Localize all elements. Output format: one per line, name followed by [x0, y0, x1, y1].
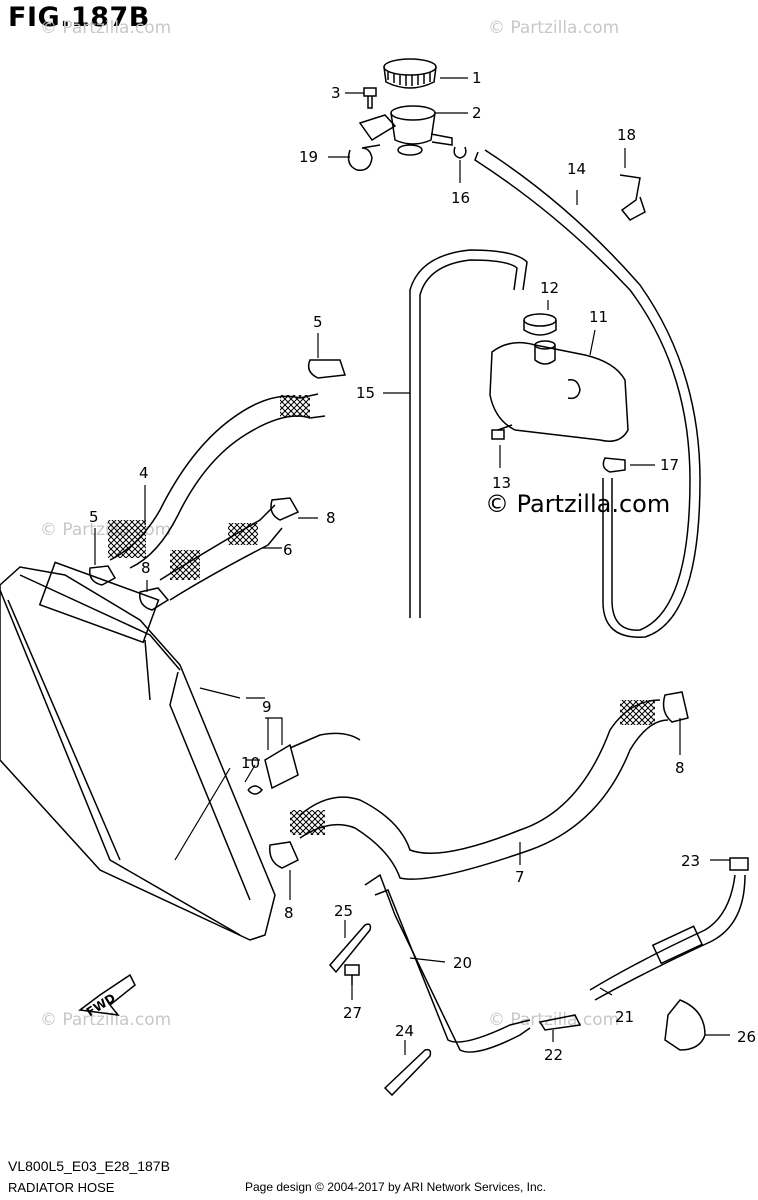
callout-12: 12	[540, 279, 559, 297]
callout-22: 22	[544, 1046, 563, 1064]
figure-title: FIG.187B	[8, 2, 150, 33]
part-27-bolt	[344, 964, 360, 985]
part-26-clamp	[664, 999, 706, 1051]
part-13-bolt	[491, 424, 513, 440]
callout-9: 9	[262, 698, 272, 716]
watermark-bottom-left: © Partzilla.com	[40, 1010, 172, 1030]
part-20-hose	[364, 873, 531, 1053]
part-8-clamp-upper	[662, 691, 689, 723]
callout-24: 24	[395, 1022, 414, 1040]
part-16-clip	[453, 146, 467, 159]
callout-19: 19	[299, 148, 318, 166]
callout-20: 20	[453, 954, 472, 972]
callout-26: 26	[737, 1028, 756, 1046]
part-21-hose	[589, 874, 746, 1001]
radiator-body	[0, 561, 276, 941]
watermark-top-left: © Partzilla.com	[40, 18, 172, 38]
leader-lines	[94, 77, 730, 1055]
callout-21: 21	[615, 1008, 634, 1026]
part-17-clamp	[602, 457, 626, 473]
watermark-top-right: © Partzilla.com	[488, 18, 620, 38]
part-25-bracket	[329, 923, 372, 974]
part-11-reservoir-tank	[489, 340, 629, 442]
callout-2: 2	[472, 104, 482, 122]
callout-8-upper: 8	[675, 759, 685, 777]
part-8-clamp-lower	[269, 841, 299, 869]
page-credit: Page design © 2004-2017 by ARI Network S…	[245, 1180, 547, 1194]
callout-27: 27	[343, 1004, 362, 1022]
part-15-hose-a	[409, 249, 528, 618]
section-name: RADIATOR HOSE	[8, 1180, 115, 1195]
part-9-sensor	[247, 732, 361, 795]
part-14-hose-outer	[474, 151, 691, 631]
callout-5-top: 5	[313, 313, 323, 331]
part-4-hose	[108, 393, 326, 569]
callout-11: 11	[589, 308, 608, 326]
callout-16: 16	[451, 189, 470, 207]
callout-13: 13	[492, 474, 511, 492]
watermark-center: © Partzilla.com	[485, 490, 671, 518]
part-14-hose-inner	[484, 149, 701, 638]
part-15-hose-b	[419, 259, 518, 618]
callout-8-lower: 8	[284, 904, 294, 922]
callout-5-left: 5	[89, 508, 99, 526]
model-code: VL800L5_E03_E28_187B	[8, 1158, 170, 1174]
callout-8-right: 8	[326, 509, 336, 527]
part-12-reservoir-cap	[523, 313, 557, 336]
part-23-clip	[729, 857, 749, 871]
callout-23: 23	[681, 852, 700, 870]
callout-7: 7	[515, 868, 525, 886]
callout-1: 1	[472, 69, 482, 87]
part-19-clamp	[347, 144, 381, 171]
part-5-clamp-top	[307, 359, 347, 379]
callout-6: 6	[283, 541, 293, 559]
part-8-clamp-right	[270, 497, 300, 521]
part-5-clamp-left	[89, 565, 117, 586]
part-7-hose	[290, 699, 669, 880]
callout-18: 18	[617, 126, 636, 144]
callout-4: 4	[139, 464, 149, 482]
callout-14: 14	[567, 160, 586, 178]
part-18-hose-clamp	[619, 174, 646, 221]
part-1-radiator-cap	[383, 58, 437, 89]
part-24-bracket	[383, 1048, 432, 1097]
callout-15: 15	[356, 384, 375, 402]
callout-8-left: 8	[141, 559, 151, 577]
callout-10: 10	[241, 754, 260, 772]
fwd-arrow	[78, 973, 136, 1016]
callout-3: 3	[331, 84, 341, 102]
part-22-joint	[538, 1014, 582, 1031]
callout-25: 25	[334, 902, 353, 920]
callout-labels: 1 2 3 4 5 5 6 7 8 8 8 8 9 10 11 12 13 14…	[89, 69, 756, 1064]
part-6-hose	[159, 504, 283, 601]
part-8-clamp-left	[139, 587, 170, 611]
callout-17: 17	[660, 456, 679, 474]
part-3-bolt	[363, 87, 377, 109]
